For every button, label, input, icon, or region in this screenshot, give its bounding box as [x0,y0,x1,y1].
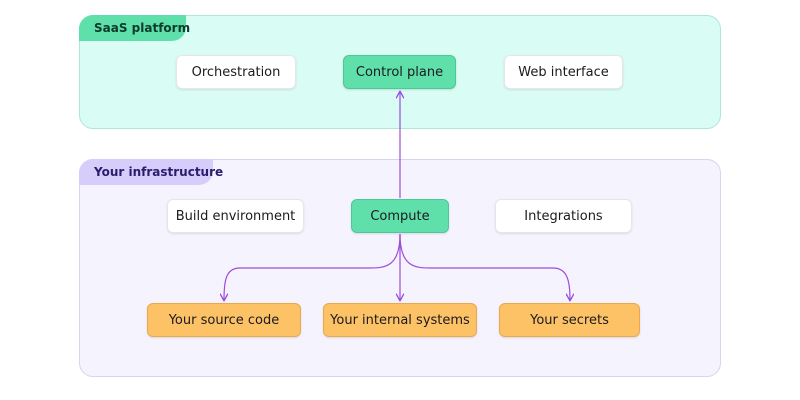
integrations-node: Integrations [495,199,632,233]
compute-node: Compute [351,199,449,233]
source-code-node: Your source code [147,303,301,337]
your-infrastructure-label: Your infrastructure [79,159,223,185]
your-infrastructure-group: Your infrastructure [79,159,721,377]
orchestration-node: Orchestration [176,55,296,89]
internal-systems-node: Your internal systems [323,303,477,337]
secrets-node: Your secrets [499,303,640,337]
build-environment-node: Build environment [167,199,304,233]
saas-platform-label: SaaS platform [79,15,190,41]
web-interface-node: Web interface [504,55,623,89]
control-plane-node: Control plane [343,55,456,89]
